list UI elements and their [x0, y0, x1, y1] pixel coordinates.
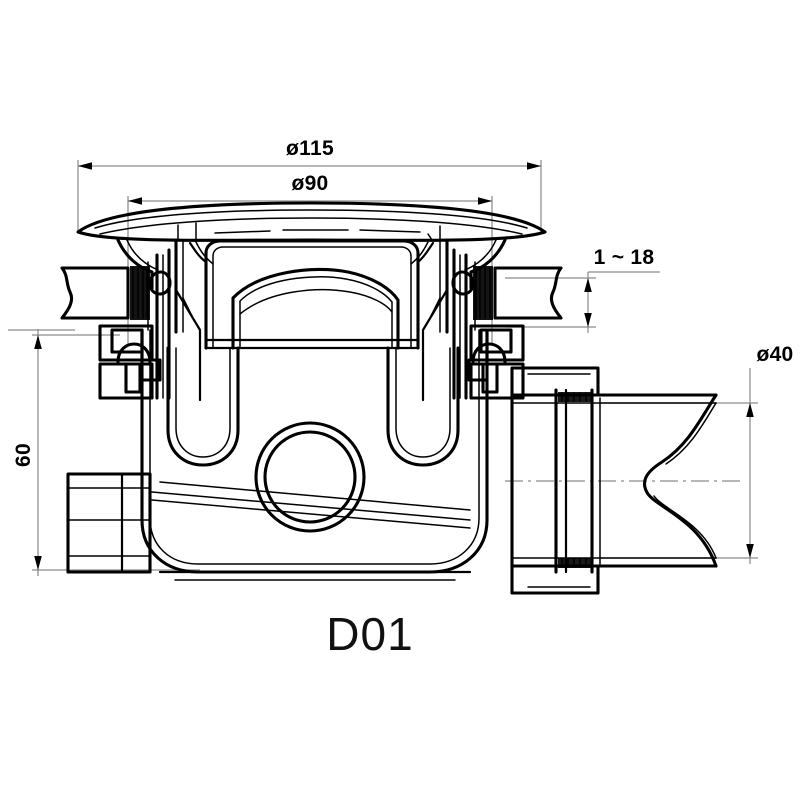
inlet-stub-left: [66, 472, 152, 574]
body-shell: [140, 328, 489, 581]
dimension-label-o115: ø115: [286, 137, 334, 160]
dimension-60: 60: [12, 329, 200, 576]
object-layer: [60, 201, 718, 595]
dimension-o90: ø90: [127, 172, 493, 345]
dimension-label-o90: ø90: [291, 172, 328, 195]
dimension-o115: ø115: [77, 137, 542, 232]
trap-baffles: [166, 346, 460, 467]
top-flange: [116, 238, 507, 334]
dimension-layer: ø115 ø90 1 ~ 18: [8, 137, 793, 576]
dimension-1-18: 1 ~ 18: [505, 246, 660, 333]
dimension-label-60: 60: [12, 443, 35, 467]
dimension-label-o40: ø40: [756, 343, 793, 366]
outlet-pipe-right: [510, 366, 718, 595]
center-block: [204, 239, 420, 350]
cover-lid: [76, 201, 547, 242]
seal-assembly-right: [421, 248, 563, 402]
dimension-label-1-18: 1 ~ 18: [594, 246, 655, 269]
floor-slope: [151, 481, 471, 529]
central-circles: [254, 421, 366, 533]
seal-assembly-left: [60, 248, 202, 402]
drawing-title: D01: [326, 608, 413, 660]
